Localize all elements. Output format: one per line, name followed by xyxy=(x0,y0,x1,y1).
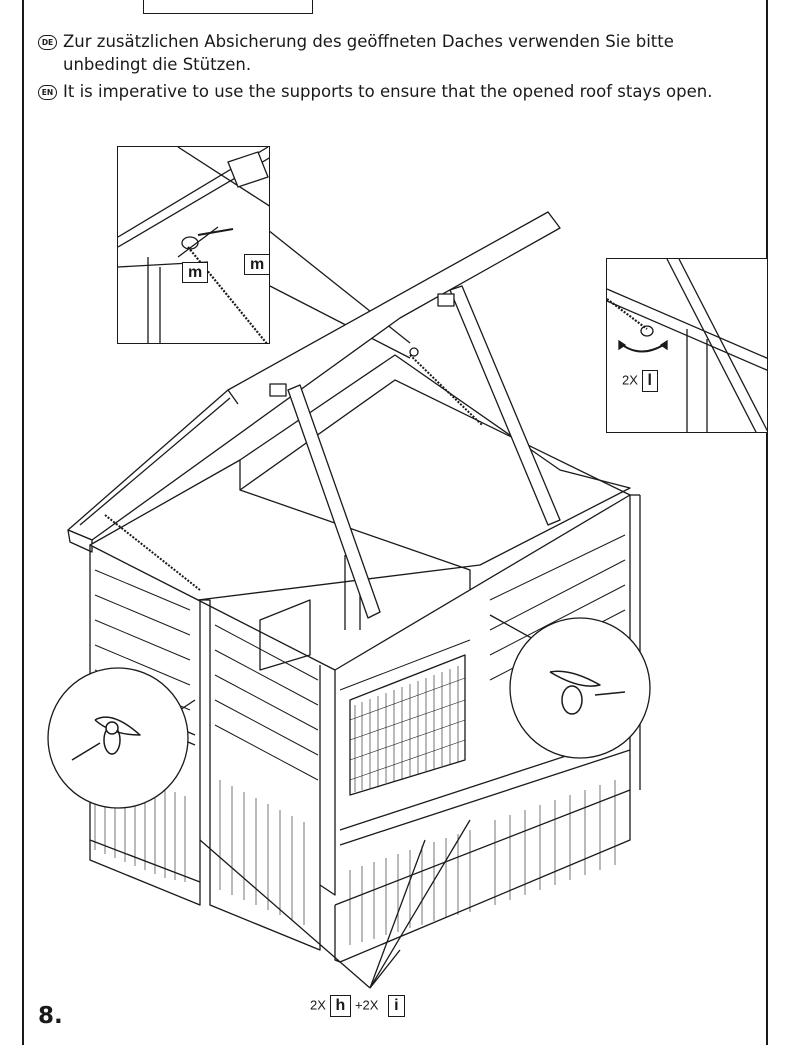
previous-diagram-edge xyxy=(143,0,313,14)
instruction-en: EN It is imperative to use the supports t… xyxy=(38,80,758,103)
chain-mount-drawing xyxy=(118,147,269,343)
en-language-badge: EN xyxy=(38,85,57,100)
hinge-drawing xyxy=(607,259,767,432)
instruction-de-line2: unbedingt die Stützen. xyxy=(63,55,252,74)
hinge-qty: 2X xyxy=(622,372,638,388)
bottom-part-callout: 2X h +2X i xyxy=(310,995,405,1017)
instruction-en-text: It is imperative to use the supports to … xyxy=(63,82,713,101)
page-frame xyxy=(22,0,768,1045)
instruction-de-line1: Zur zusätzlichen Absicherung des geöffne… xyxy=(63,32,674,51)
hinge-part-callout: 2X l xyxy=(622,370,658,392)
part-h-box: h xyxy=(329,995,352,1017)
bottom-qty-1: 2X xyxy=(310,997,326,1013)
de-language-badge: DE xyxy=(38,35,57,50)
part-m-label-top: m xyxy=(244,254,271,275)
part-m-label-bottom: m xyxy=(182,262,209,283)
bottom-qty-2: +2X xyxy=(354,997,379,1013)
step-number: 8. xyxy=(38,1003,63,1029)
chain-mount-detail-inset xyxy=(117,146,270,344)
part-l-box: l xyxy=(641,370,658,392)
hinge-detail-inset xyxy=(606,258,768,433)
part-i-box: i xyxy=(388,995,405,1017)
instruction-de: DE Zur zusätzlichen Absicherung des geöff… xyxy=(38,30,758,76)
